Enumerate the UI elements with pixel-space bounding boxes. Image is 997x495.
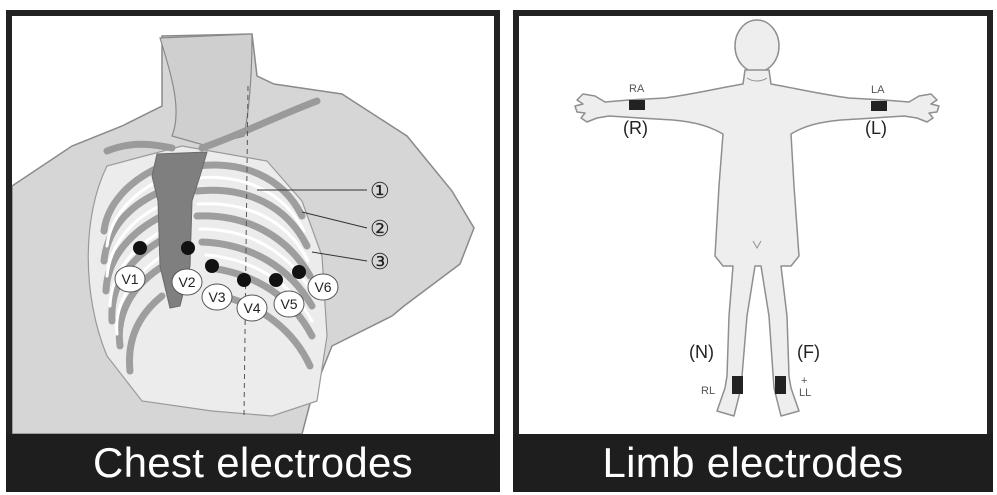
limb-caption: Limb electrodes <box>513 434 993 492</box>
limb-electrodes-panel: RA (R) LA (L) (N) RL (F) + LL Limb elect… <box>513 10 993 492</box>
electrode-rl <box>732 376 743 394</box>
electrode-label-v3: V3 <box>208 289 225 305</box>
electrode-ll <box>775 376 786 394</box>
chest-electrodes-panel: ① ② ③ V1 V2 V3 V4 V5 V6 Chest electrodes <box>6 10 500 492</box>
body-silhouette <box>575 20 939 416</box>
label-ll-plus: + <box>801 375 807 387</box>
electrode-dot-v5 <box>269 273 283 287</box>
electrode-label-v6: V6 <box>314 279 331 295</box>
chest-diagram: ① ② ③ V1 V2 V3 V4 V5 V6 <box>12 16 494 434</box>
electrode-dot-v2 <box>181 241 195 255</box>
label-rl: RL <box>701 385 715 397</box>
label-n: (N) <box>689 342 714 362</box>
electrode-dot-v1 <box>133 241 147 255</box>
label-l: (L) <box>865 118 887 138</box>
label-la: LA <box>871 84 885 96</box>
electrode-label-v5: V5 <box>280 296 297 312</box>
label-r: (R) <box>623 118 648 138</box>
marker-2: ② <box>370 216 390 241</box>
limb-diagram: RA (R) LA (L) (N) RL (F) + LL <box>519 16 987 434</box>
marker-3: ③ <box>370 249 390 274</box>
label-ra: RA <box>629 83 645 95</box>
electrode-dot-v4 <box>237 273 251 287</box>
electrode-dot-v3 <box>205 259 219 273</box>
electrode-la <box>871 101 887 111</box>
label-f: (F) <box>797 342 820 362</box>
electrode-label-v4: V4 <box>243 300 260 316</box>
electrode-label-v2: V2 <box>178 274 195 290</box>
marker-1: ① <box>370 178 390 203</box>
label-ll: LL <box>799 387 811 399</box>
electrode-ra <box>629 100 645 110</box>
chest-caption: Chest electrodes <box>6 434 500 492</box>
electrode-dot-v6 <box>292 265 306 279</box>
neck <box>160 34 252 146</box>
electrode-label-v1: V1 <box>121 271 138 287</box>
